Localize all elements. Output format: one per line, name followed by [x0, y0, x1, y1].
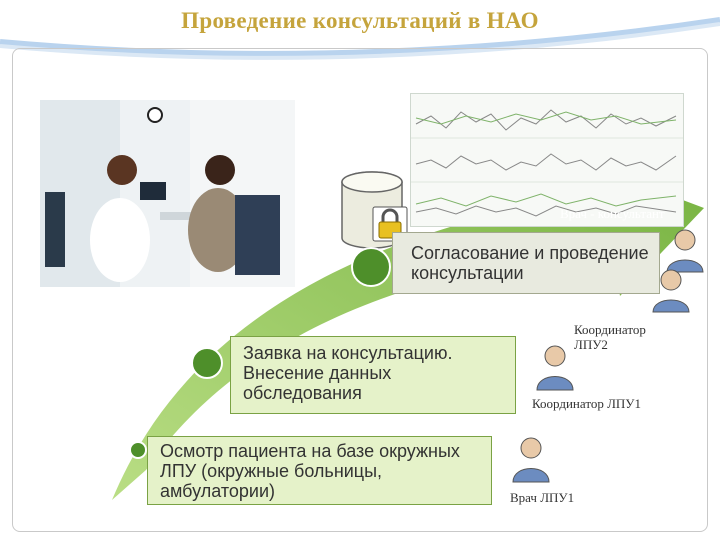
- role-doctor-lpu1: Врач ЛПУ1: [510, 490, 575, 505]
- step-approve-consultation: Согласование и проведение консультации: [392, 232, 660, 294]
- role-doctor-consultant: Врач - консультант: [560, 206, 665, 221]
- content-frame: [12, 48, 708, 532]
- step-3-marker: [351, 247, 391, 287]
- step-2-marker: [191, 347, 223, 379]
- step-request-consultation: Заявка на консультацию. Внесение данных …: [230, 336, 516, 414]
- consultation-photo: [40, 100, 295, 287]
- ecg-monitor-icon: [410, 93, 684, 227]
- user-icon: [652, 269, 690, 313]
- user-icon: [512, 437, 550, 483]
- header-band: [0, 0, 720, 60]
- step-1-marker: [129, 441, 147, 459]
- user-icon: [666, 229, 704, 273]
- user-icon: [536, 345, 574, 391]
- role-coordinator-lpu1: Координатор ЛПУ1: [532, 396, 641, 411]
- role-coordinator-lpu2: Координатор ЛПУ2: [574, 322, 646, 352]
- step-patient-exam: Осмотр пациента на базе окружных ЛПУ (ок…: [147, 436, 492, 505]
- page-title: Проведение консультаций в НАО: [181, 8, 539, 33]
